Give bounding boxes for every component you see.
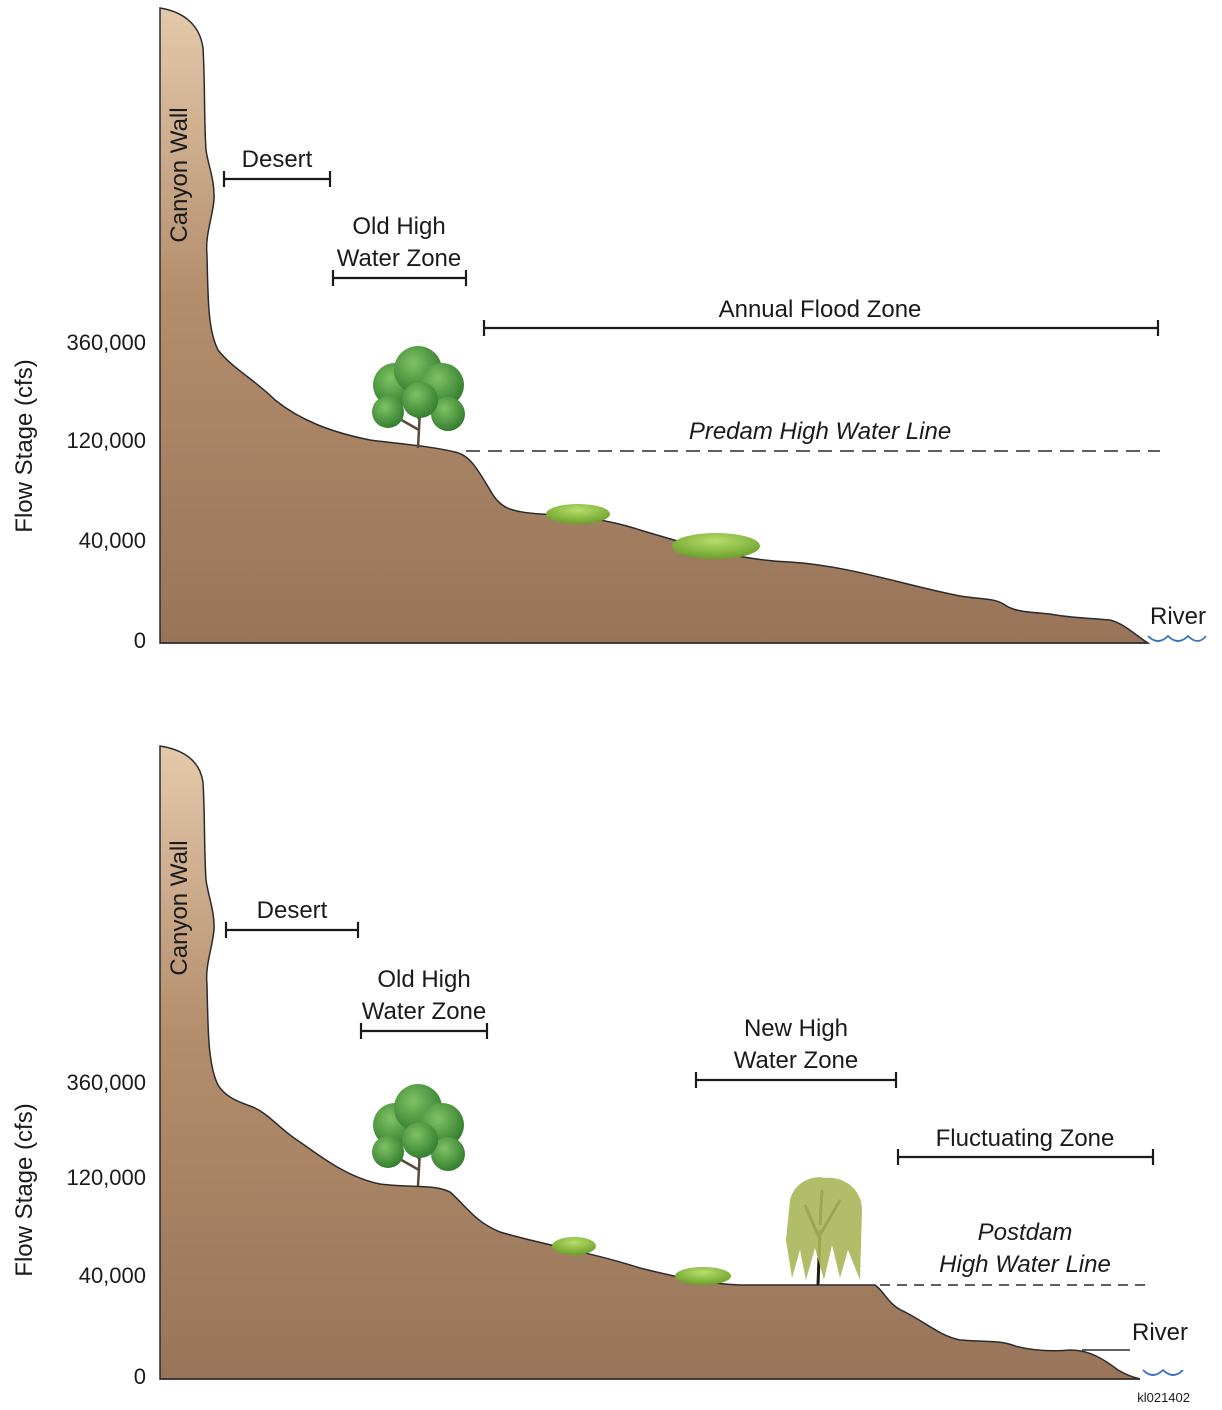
bottom-river-label: River <box>1132 1319 1188 1346</box>
top-old-high-water-label: Old High <box>352 213 445 240</box>
bottom-old-high-water-label: Water Zone <box>362 998 487 1025</box>
top-river-label: River <box>1150 603 1206 630</box>
top-river-water <box>1147 634 1207 642</box>
bottom-willow-tree-icon <box>786 1177 862 1286</box>
bottom-tick-label: 360,000 <box>66 1070 146 1095</box>
bottom-fluctuating-label: Fluctuating Zone <box>936 1125 1115 1152</box>
top-tick-label: 0 <box>134 628 146 653</box>
top-annual-flood-label: Annual Flood Zone <box>719 296 922 323</box>
bottom-new-high-water-bracket <box>694 1072 898 1088</box>
top-tick-label: 120,000 <box>66 428 146 453</box>
bottom-fluctuating-bracket <box>896 1149 1155 1165</box>
bottom-new-high-water-label: New High <box>744 1015 848 1042</box>
top-terrain <box>159 7 1151 644</box>
top-tick-label: 40,000 <box>79 528 146 553</box>
top-predam-line-label: Predam High Water Line <box>689 418 951 445</box>
bottom-panel: Flow Stage (cfs) 360,000 120,000 40,000 … <box>11 745 1188 1389</box>
bottom-old-high-water-label: Old High <box>377 966 470 993</box>
figure-id: kl021402 <box>1137 1390 1190 1405</box>
bottom-y-axis-label: Flow Stage (cfs) <box>11 1103 38 1276</box>
bottom-terrain <box>159 745 1141 1380</box>
top-panel: Flow Stage (cfs) 360,000 120,000 40,000 … <box>11 7 1207 653</box>
bottom-tick-label: 0 <box>134 1364 146 1389</box>
bottom-tick-label: 120,000 <box>66 1165 146 1190</box>
top-y-axis-label: Flow Stage (cfs) <box>11 359 38 532</box>
bottom-new-high-water-label: Water Zone <box>734 1047 859 1074</box>
bottom-tick-label: 40,000 <box>79 1263 146 1288</box>
top-shrub-icon <box>672 533 760 559</box>
bottom-desert-label: Desert <box>257 897 328 924</box>
bottom-river-water <box>1142 1368 1184 1376</box>
top-tick-label: 360,000 <box>66 330 146 355</box>
bottom-shrub-icon <box>675 1267 731 1285</box>
top-desert-label: Desert <box>242 146 313 173</box>
bottom-tree-icon <box>372 1084 465 1187</box>
top-shrub-icon <box>546 504 610 524</box>
bottom-desert-bracket <box>224 922 360 938</box>
top-old-high-water-bracket <box>331 270 468 286</box>
bottom-shrub-icon <box>552 1237 596 1255</box>
bottom-canyon-wall-label: Canyon Wall <box>166 840 193 975</box>
bottom-old-high-water-bracket <box>359 1023 489 1039</box>
top-desert-bracket <box>222 171 332 187</box>
top-tree-icon <box>372 346 465 449</box>
bottom-postdam-label: High Water Line <box>939 1251 1111 1278</box>
top-old-high-water-label: Water Zone <box>337 245 462 272</box>
top-annual-flood-bracket <box>482 320 1160 336</box>
bottom-postdam-label: Postdam <box>978 1219 1073 1246</box>
top-canyon-wall-label: Canyon Wall <box>166 107 193 242</box>
